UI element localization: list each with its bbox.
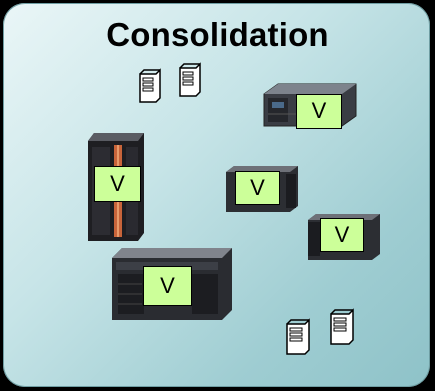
virtual-instance-box: V (143, 266, 192, 306)
virtual-instance-box: V (235, 171, 280, 205)
consolidation-panel (3, 3, 430, 387)
pc-tower-icon (179, 62, 201, 97)
pc-tower-pair-bottom (286, 308, 354, 355)
pc-tower-icon (286, 318, 310, 355)
pc-tower-pair-top (139, 62, 201, 103)
virtual-instance-box: V (296, 94, 342, 129)
virtual-instance-box: V (320, 218, 364, 252)
diagram-title: Consolidation (106, 16, 329, 53)
virtual-instance-box: V (94, 166, 141, 202)
pc-tower-icon (330, 308, 354, 345)
pc-tower-icon (139, 68, 161, 103)
